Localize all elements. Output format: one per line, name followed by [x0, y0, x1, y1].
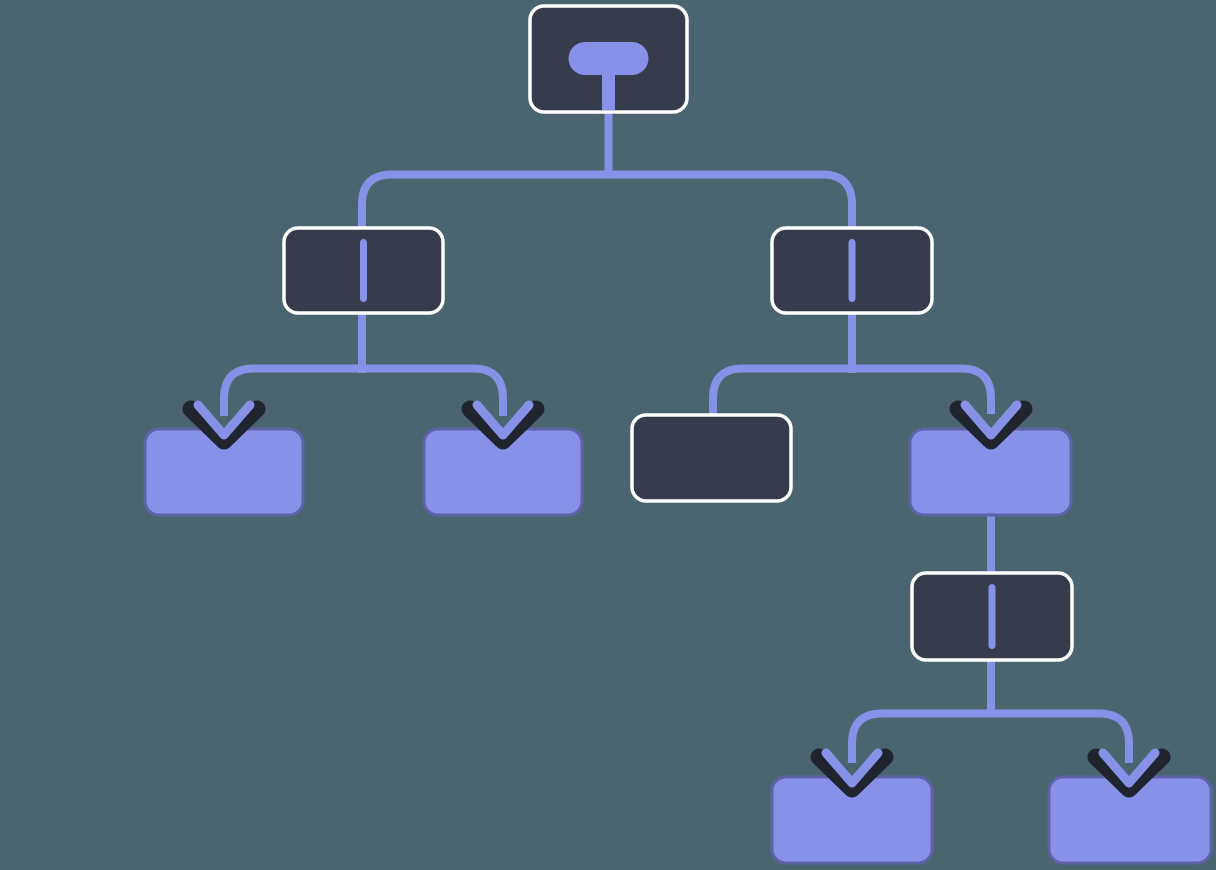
- arrow-down-icon: [1098, 748, 1160, 788]
- arrow-down-icon: [472, 400, 534, 440]
- root-pill-icon: [568, 42, 649, 75]
- connector-edge: [358, 170, 856, 230]
- pass-through-line-icon: [848, 239, 856, 302]
- arrow-down-icon: [960, 400, 1022, 440]
- arrow-chevron-dark-icon: [461, 400, 545, 450]
- connector-edge: [848, 709, 1133, 763]
- pass-through-line-icon: [988, 584, 996, 649]
- arrow-down-icon: [193, 400, 255, 440]
- arrow-chevron-dark-icon: [182, 400, 266, 450]
- arrow-chevron-dark-icon: [1087, 748, 1171, 798]
- connector-edge: [709, 364, 995, 417]
- root-stem-icon: [602, 69, 615, 110]
- arrow-chevron-dark-icon: [949, 400, 1033, 450]
- arrow-down-icon: [821, 748, 883, 788]
- node-leaf-dark[interactable]: [630, 413, 793, 503]
- arrow-chevron-dark-icon: [810, 748, 894, 798]
- connector-edge: [220, 364, 507, 416]
- pass-through-line-icon: [360, 239, 367, 302]
